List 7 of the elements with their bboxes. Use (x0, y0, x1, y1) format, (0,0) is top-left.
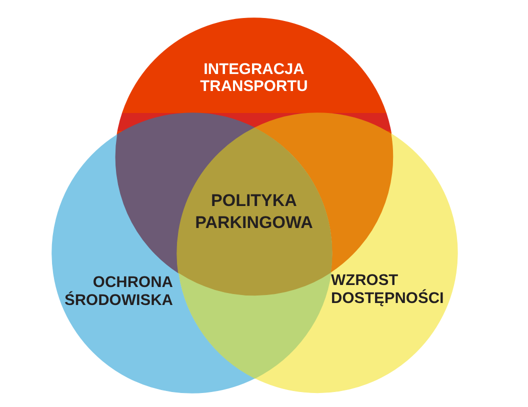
overlap-region (178, 273, 331, 378)
overlap-label: POLITYKA PARKINGOWA (195, 190, 313, 234)
circle-label: OCHRONA ŚRODOWISKA (64, 274, 173, 310)
circle-label: WZROST DOSTĘPNOŚCI (331, 272, 444, 308)
circle-label: INTEGRACJA TRANSPORTU (200, 60, 308, 96)
overlap-region (176, 128, 332, 296)
circle-region (116, 18, 392, 135)
